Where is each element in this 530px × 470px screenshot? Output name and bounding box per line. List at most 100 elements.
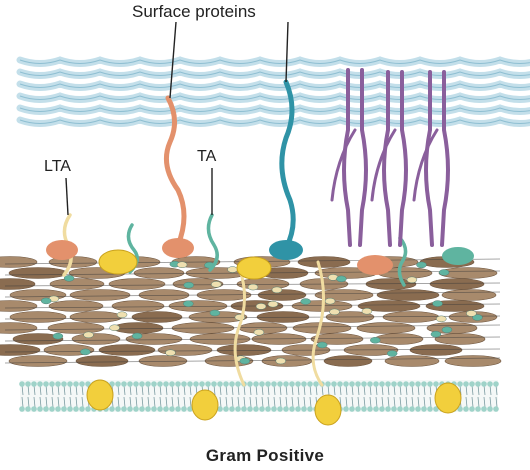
peptide-crosslink: [4, 336, 501, 342]
ta-chain: [206, 213, 219, 272]
lipid-tail: [153, 396, 156, 408]
lipid-tail: [57, 396, 60, 408]
lipid-head: [37, 406, 43, 412]
peptide-crosslink: [4, 357, 501, 364]
glycan-strand: [0, 322, 38, 334]
lipid-head: [31, 406, 37, 412]
glycan-strand: [49, 278, 105, 290]
lipid-tail: [387, 396, 390, 408]
lipid-tail: [39, 396, 42, 408]
peptide-bridge: [183, 281, 194, 289]
lipid-head: [493, 406, 499, 412]
peptide-bridge: [211, 281, 222, 288]
lipid-tail: [291, 396, 294, 408]
lipid-head: [331, 381, 337, 387]
lipid-head: [259, 381, 265, 387]
lipid-head: [301, 381, 307, 387]
lipid-tail: [129, 396, 132, 408]
glycan-strand: [441, 289, 497, 301]
lipid-head: [415, 406, 421, 412]
lipid-head: [193, 381, 199, 387]
lipid-head: [289, 381, 295, 387]
membrane-protein: [191, 389, 219, 421]
surface-protein-anchor: [269, 240, 303, 260]
glycan-strand: [374, 333, 424, 345]
lipid-head: [301, 406, 307, 412]
fimbria-strand: [424, 70, 434, 247]
lipid-head: [271, 381, 277, 387]
lipid-tail: [357, 396, 360, 408]
lipid-head: [253, 381, 259, 387]
lipid-head: [277, 406, 283, 412]
lipid-head: [175, 381, 181, 387]
lipid-head: [247, 381, 253, 387]
lipid-head: [163, 406, 169, 412]
capsule-strand-outline: [19, 71, 530, 76]
peptide-bridge: [275, 357, 286, 365]
ta-chain: [397, 236, 408, 287]
peptide-bridge: [63, 275, 75, 282]
lipid-tail: [345, 396, 348, 408]
lipid-head: [139, 406, 145, 412]
lipid-head: [379, 406, 385, 412]
lipid-tail: [231, 396, 234, 408]
lipid-tail: [81, 396, 84, 408]
lipid-head: [127, 406, 133, 412]
glycan-strand: [8, 355, 68, 367]
peptide-crosslink: [4, 324, 501, 331]
glycan-strand: [75, 355, 129, 367]
lta-leader: [65, 177, 69, 216]
glycan-strand: [9, 311, 67, 323]
lipid-tail: [297, 396, 300, 408]
peptide-bridge: [83, 331, 94, 339]
glycan-strand: [8, 267, 68, 279]
lipid-tail: [243, 396, 246, 408]
lipid-head: [421, 406, 427, 412]
glycan-strand: [98, 344, 156, 356]
lipid-head: [475, 406, 481, 412]
lipoprotein-anchor: [46, 240, 78, 260]
lipid-head: [409, 381, 415, 387]
lipid-head: [115, 406, 121, 412]
glycan-strand: [112, 322, 164, 334]
fimbria-branch: [330, 128, 357, 202]
lipid-head: [295, 406, 301, 412]
glycan-strand: [323, 355, 373, 367]
lipid-head: [385, 381, 391, 387]
glycan-strand: [409, 344, 463, 356]
lipid-head: [433, 381, 439, 387]
lipid-head: [139, 381, 145, 387]
lipoprotein-anchor: [357, 255, 393, 275]
lipid-head: [379, 381, 385, 387]
lipid-tail: [219, 396, 222, 408]
lipid-head: [187, 381, 193, 387]
peptide-bridge: [406, 276, 418, 284]
membrane-protein: [314, 394, 342, 426]
lipid-head: [79, 381, 85, 387]
peptide-bridge: [109, 324, 120, 332]
glycan-strand: [111, 300, 165, 312]
plasma-membrane: [19, 379, 499, 426]
peptide-bridge: [336, 275, 347, 283]
lipid-tail: [165, 396, 168, 408]
glycan-strand: [48, 300, 104, 312]
peptide-bridge: [438, 269, 450, 276]
surface-proteins-leader: [285, 21, 289, 83]
lipid-tail: [21, 396, 24, 408]
lipid-head: [217, 406, 223, 412]
lipid-head: [493, 381, 499, 387]
lipid-head: [361, 381, 367, 387]
lipid-tail: [375, 396, 378, 408]
lipid-tail: [135, 396, 138, 408]
lipid-head: [367, 381, 373, 387]
glycan-strand: [310, 333, 364, 345]
lipid-head: [133, 406, 139, 412]
peptide-bridge: [386, 350, 398, 357]
glycan-strand: [133, 267, 185, 279]
glycan-strand: [69, 289, 131, 301]
peptide-bridge: [430, 330, 442, 338]
membrane-protein: [434, 382, 462, 414]
lipid-head: [181, 406, 187, 412]
lipid-head: [247, 406, 253, 412]
